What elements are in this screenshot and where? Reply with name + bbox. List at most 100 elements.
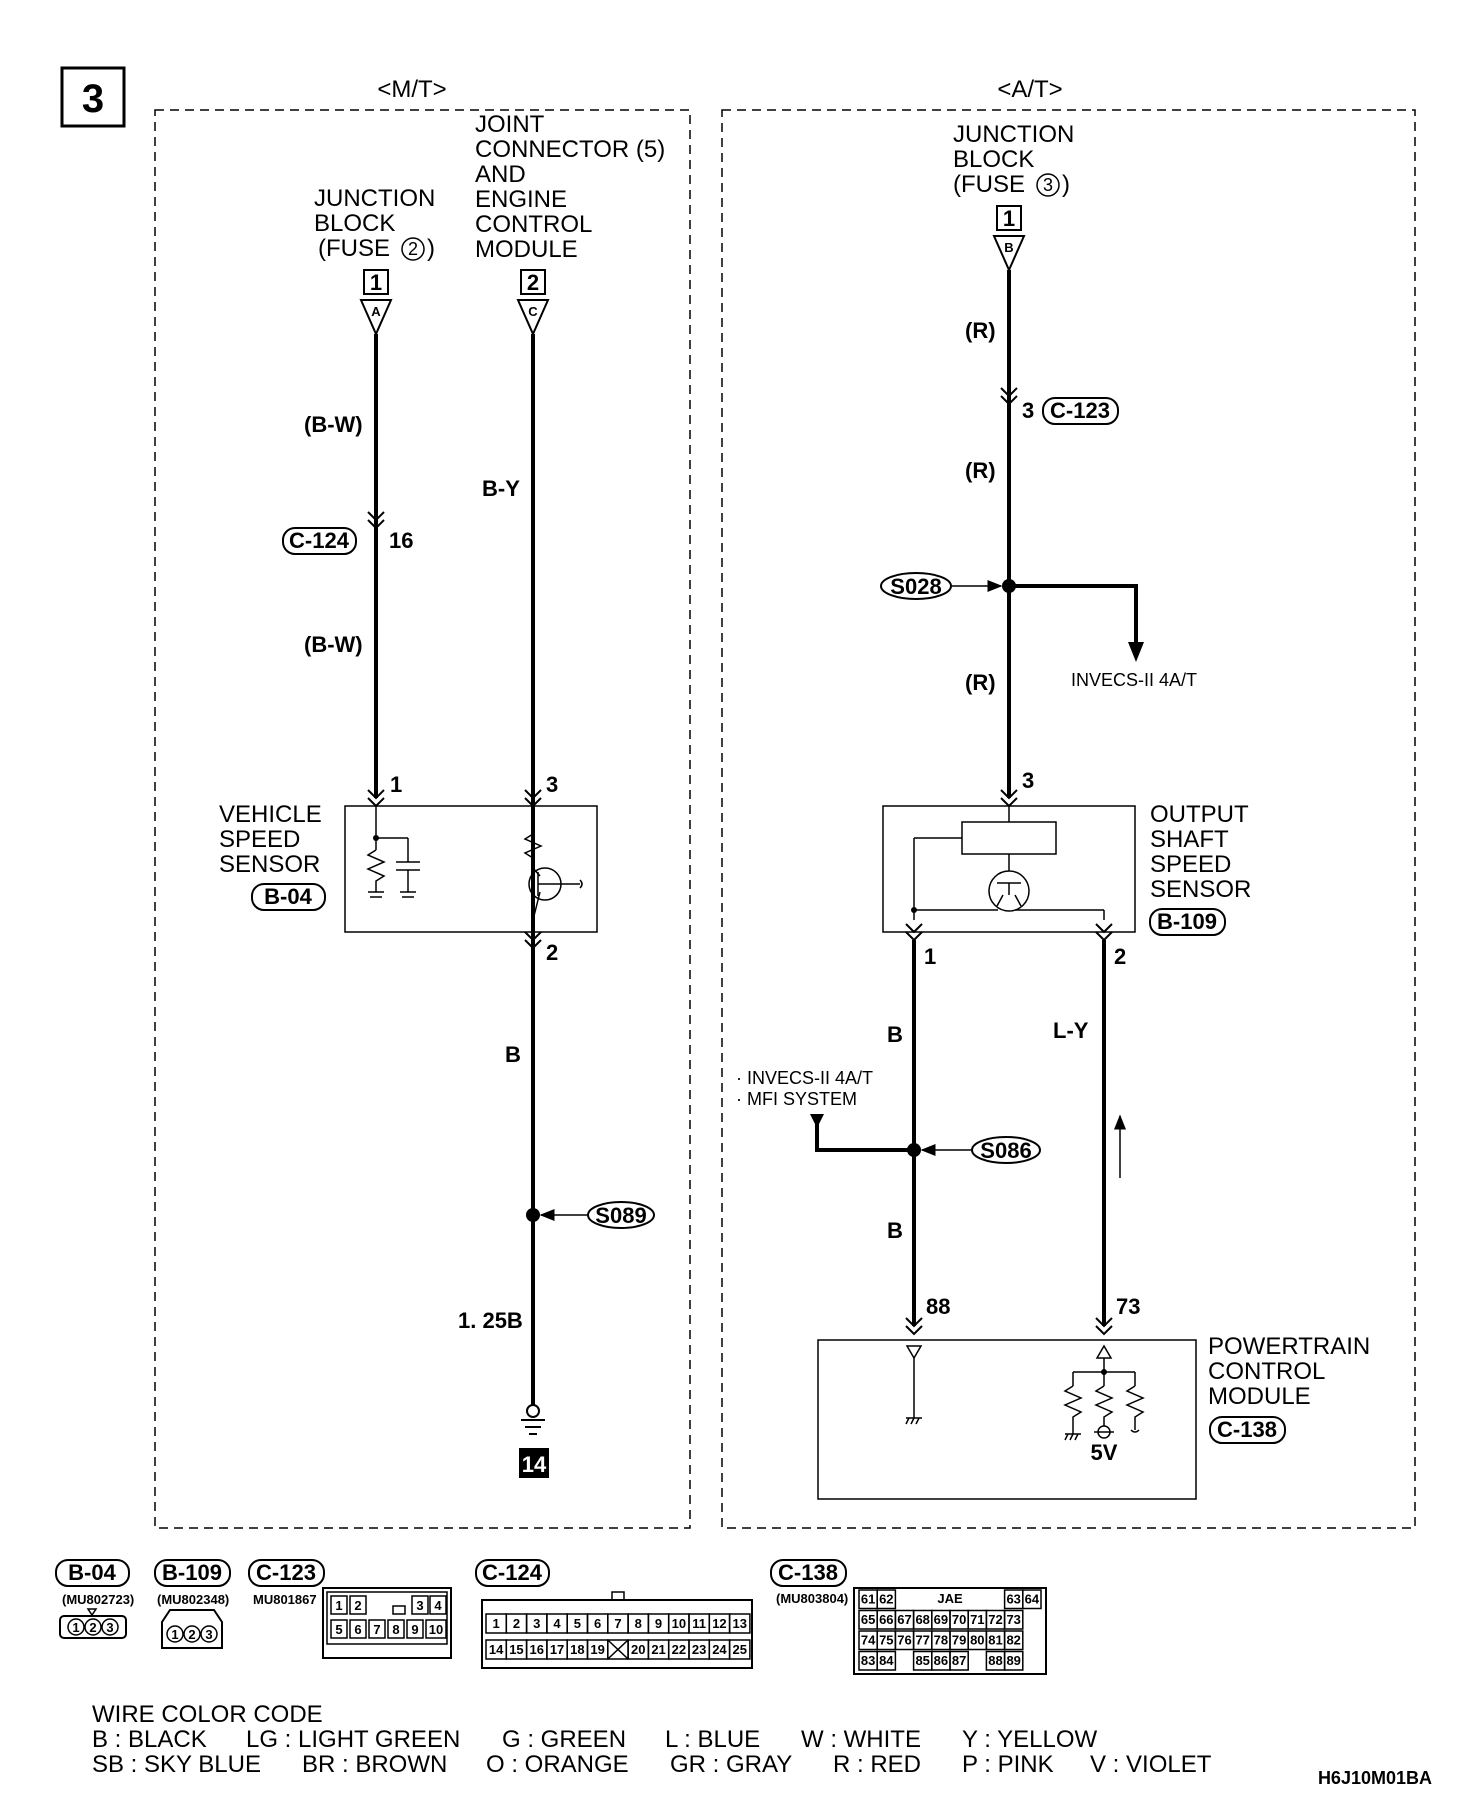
c124-pin-label: 22: [672, 1642, 686, 1657]
c124-pin-label: 16: [530, 1642, 544, 1657]
svg-text:1: 1: [171, 1627, 178, 1642]
svg-text:LG : LIGHT GREEN: LG : LIGHT GREEN: [246, 1726, 460, 1753]
diagram-number-box: [60, 66, 126, 128]
c124-pin-label: 24: [712, 1642, 727, 1657]
c124-pin-label: 23: [692, 1642, 706, 1657]
c123-pin: 3: [1022, 398, 1034, 423]
svg-text:JOINT: JOINT: [475, 111, 545, 138]
mt-junction-box-number-text: 1: [370, 270, 382, 295]
s028-badge-text: S028: [890, 574, 941, 599]
c124-pin-label: 12: [712, 1616, 726, 1631]
svg-text:): ): [1062, 171, 1070, 198]
vehicle-speed-sensor-label: VEHICLE SPEED SENSOR: [219, 801, 322, 878]
svg-text:BR : BROWN: BR : BROWN: [302, 1751, 447, 1778]
ossss-pin2: 2: [1114, 944, 1126, 969]
at-wire-r-label-2: (R): [965, 458, 996, 483]
c138-pin-label: 64: [1025, 1592, 1040, 1607]
c124-pin-label: 7: [614, 1616, 621, 1631]
c138-pin: [949, 1650, 969, 1671]
c138-pin-label: 88: [988, 1653, 1002, 1668]
at-wire-ly-label: L-Y: [1053, 1018, 1089, 1043]
svg-text:MODULE: MODULE: [1208, 1383, 1311, 1410]
mt-pin-a-symbol: [359, 299, 393, 337]
c138-pin-label: 71: [970, 1612, 984, 1627]
c138-pin-label: 61: [861, 1592, 875, 1607]
c124-pin-label: 6: [594, 1616, 601, 1631]
c138-pin-label: 73: [1006, 1612, 1020, 1627]
pcm-pin88: 88: [926, 1294, 950, 1319]
c138-pin: [876, 1589, 897, 1610]
c124-pin-label: 2: [513, 1616, 520, 1631]
svg-text:Y : YELLOW: Y : YELLOW: [962, 1726, 1098, 1753]
svg-text:): ): [427, 235, 435, 262]
c138-pin: [1003, 1650, 1024, 1671]
mt-wire-125b-label: 1. 25B: [458, 1308, 523, 1333]
c124-pin-label: 3: [533, 1616, 540, 1631]
mt-c124-badge-text: C-124: [289, 528, 350, 553]
c124-pin-label: 9: [655, 1616, 662, 1631]
c124-pin-label: 10: [672, 1616, 686, 1631]
svg-text:CONTROL: CONTROL: [475, 211, 592, 238]
at-junction-box-number-text: 1: [1003, 206, 1015, 231]
c124-pin-label: 18: [570, 1642, 584, 1657]
svg-text:9: 9: [411, 1622, 418, 1637]
svg-text:SHAFT: SHAFT: [1150, 826, 1229, 853]
mt-section-label: <M/T>: [377, 76, 446, 103]
svg-text:8: 8: [392, 1622, 399, 1637]
at-wire-r-label-1: (R): [965, 318, 996, 343]
c124-pin-label: 25: [733, 1642, 747, 1657]
c138-pin-label: 68: [915, 1612, 929, 1627]
svg-text:BLOCK: BLOCK: [953, 146, 1034, 173]
svg-text:SB : SKY BLUE: SB : SKY BLUE: [92, 1751, 261, 1778]
wire-color-code-title: WIRE COLOR CODE: [92, 1701, 323, 1728]
svg-text:V : VIOLET: V : VIOLET: [1090, 1751, 1212, 1778]
c124-pin-label: 15: [509, 1642, 523, 1657]
mt-wire-b-label: B: [505, 1042, 521, 1067]
mt-junction-box-number: [363, 269, 389, 295]
s028-branch-wire: [1009, 584, 1138, 645]
svg-text:4: 4: [434, 1598, 442, 1613]
at-section-frame: [721, 109, 1416, 1529]
mt-wire-bw-label-2: (B-W): [304, 632, 363, 657]
c138-pin-label: 76: [897, 1633, 911, 1648]
c138-pin-label: 89: [1006, 1653, 1020, 1668]
s089-badge: [587, 1201, 655, 1229]
svg-text:C-123: C-123: [256, 1560, 316, 1585]
figure-code: H6J10M01BA: [1318, 1768, 1432, 1788]
svg-text:CONTROL: CONTROL: [1208, 1358, 1325, 1385]
svg-text:2: 2: [188, 1627, 195, 1642]
c138-pin-label: 84: [879, 1653, 894, 1668]
mt-c124-connector-mark: [367, 511, 385, 530]
mt-pin-a-label: A: [371, 304, 381, 319]
ground-number: 14: [522, 1452, 547, 1477]
c138-pin-label: 62: [879, 1592, 893, 1607]
ossss-pin3: 3: [1022, 768, 1034, 793]
c138-pin-label: 78: [934, 1633, 948, 1648]
svg-text:POWERTRAIN: POWERTRAIN: [1208, 1333, 1370, 1360]
svg-text:10: 10: [429, 1622, 443, 1637]
pcm-internal-circuit: [905, 1344, 1145, 1441]
svg-text:6: 6: [354, 1622, 361, 1637]
vehicle-speed-sensor-box: [344, 805, 598, 933]
svg-text:O : ORANGE: O : ORANGE: [486, 1751, 629, 1778]
mt-joint-box-number-text: 2: [527, 270, 539, 295]
mt-junction-block-label: JUNCTION BLOCK (FUSE 2 ): [314, 185, 435, 262]
svg-text:SENSOR: SENSOR: [1150, 876, 1251, 903]
at-wire-b-label-2: B: [887, 1218, 903, 1243]
at-pin-b-label: B: [1004, 240, 1013, 255]
vss-internal-circuit: [366, 806, 583, 932]
svg-text:7: 7: [373, 1622, 380, 1637]
svg-text:(MU802723): (MU802723): [62, 1592, 134, 1607]
svg-text:SPEED: SPEED: [219, 826, 300, 853]
b04-badge-text: B-04: [264, 884, 312, 909]
svg-text:OUTPUT: OUTPUT: [1150, 801, 1249, 828]
svg-text:(MU803804): (MU803804): [776, 1591, 848, 1606]
c124-pin-label: 11: [692, 1616, 706, 1631]
s086-badge: [971, 1136, 1041, 1164]
svg-text:B-109: B-109: [162, 1560, 222, 1585]
c138-pin-label: 65: [861, 1612, 875, 1627]
mt-wire-by-label: B-Y: [482, 476, 520, 501]
wire-color-code-row-1: B : BLACK LG : LIGHT GREEN G : GREEN L :…: [92, 1726, 1098, 1753]
